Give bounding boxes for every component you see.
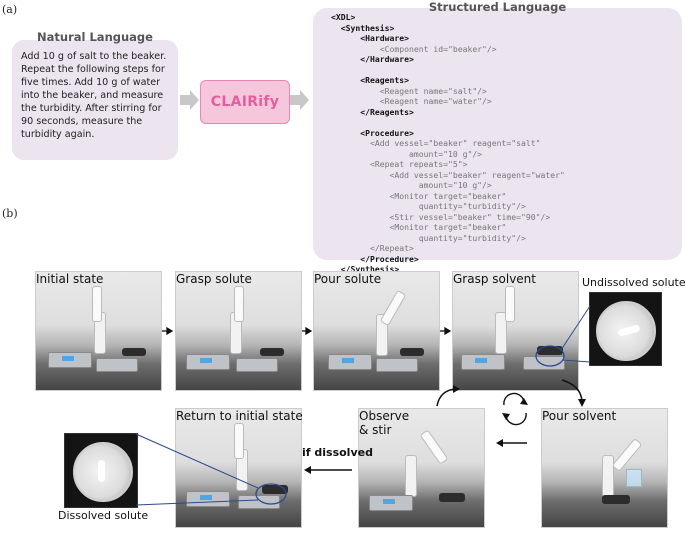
xdl-code-block: <XDL> <Synthesis> <Hardware> <Component … bbox=[331, 12, 565, 285]
label-pour-solute: Pour solute bbox=[314, 272, 382, 286]
xdl-line: <Add vessel="beaker" reagent="salt" bbox=[331, 138, 541, 148]
xdl-line: <Stir vessel="beaker" time="90"/> bbox=[331, 211, 551, 222]
xdl-line: </Reagents> bbox=[331, 106, 414, 117]
label-stir: & stir bbox=[359, 423, 392, 437]
photo-pour-solvent bbox=[541, 408, 668, 528]
photo-observe-stir bbox=[358, 408, 485, 528]
photo-return-initial bbox=[175, 408, 302, 528]
natural-language-text: Add 10 g of salt to the beaker. Repeat t… bbox=[21, 50, 173, 141]
photo-grasp-solute bbox=[175, 271, 302, 391]
arrow-nl-to-clairify bbox=[180, 90, 199, 110]
label-if-dissolved: if dissolved bbox=[302, 446, 373, 459]
arrow-row1 bbox=[162, 326, 452, 336]
xdl-line: </Synthesis> bbox=[331, 264, 400, 274]
xdl-line: amount="10 g"/> bbox=[331, 148, 483, 159]
xdl-line: quantity="turbidity"/> bbox=[331, 232, 526, 243]
label-dissolved-solute: Dissolved solute bbox=[58, 509, 149, 522]
label-initial-state: Initial state bbox=[36, 272, 104, 286]
label-return-initial: Return to initial state bbox=[176, 409, 303, 423]
callout-ellipse-dissolved bbox=[255, 483, 287, 505]
nl-line: 90 seconds, measure the bbox=[21, 116, 143, 127]
xdl-line: <Add vessel="beaker" reagent="water" bbox=[331, 169, 565, 180]
label-grasp-solute: Grasp solute bbox=[176, 272, 252, 286]
label-undissolved-solute: Undissolved solute bbox=[582, 276, 685, 289]
nl-line: Add 10 g of salt to the beaker. bbox=[21, 51, 167, 62]
panel-a-label: (a) bbox=[2, 3, 18, 16]
xdl-line: </Hardware> bbox=[331, 54, 414, 64]
structured-language-box bbox=[313, 8, 682, 260]
xdl-line: <Monitor target="beaker" bbox=[331, 190, 507, 201]
nl-line: five times. Add 10 g of water bbox=[21, 77, 161, 88]
nl-line: into the beaker, and measure bbox=[21, 90, 164, 101]
xdl-line: amount="10 g"/> bbox=[331, 180, 492, 190]
callout-ellipse-undissolved bbox=[535, 345, 565, 367]
arrow-clairify-to-sl bbox=[290, 90, 309, 110]
xdl-line: <Monitor target="beaker" bbox=[331, 222, 507, 232]
inset-undissolved bbox=[589, 292, 662, 366]
nl-line: turbidity again. bbox=[21, 129, 95, 140]
panel-b-label: (b) bbox=[2, 207, 18, 220]
label-observe-stir: Observe & stir bbox=[359, 409, 409, 437]
photo-pour-solute bbox=[313, 271, 440, 391]
clairify-label: CLAIRify bbox=[210, 94, 280, 110]
natural-language-title: Natural Language bbox=[37, 30, 153, 44]
loop-icon bbox=[503, 392, 527, 426]
structured-language-title: Structured Language bbox=[428, 0, 567, 14]
xdl-line: <Component id="beaker"/> bbox=[331, 43, 497, 54]
photo-grasp-solvent bbox=[452, 271, 579, 391]
xdl-line: quantity="turbidity"/> bbox=[331, 201, 526, 211]
xdl-line: <Repeat repeats="5"> bbox=[331, 159, 468, 169]
xdl-line: <Reagents> bbox=[331, 75, 409, 85]
xdl-line: </Repeat> bbox=[331, 243, 414, 253]
clairify-model-box: CLAIRify bbox=[200, 80, 290, 124]
label-observe: Observe bbox=[359, 409, 410, 423]
natural-language-box bbox=[12, 40, 178, 160]
inset-dissolved bbox=[64, 433, 138, 508]
nl-line: the turbidity. After stirring for bbox=[21, 103, 162, 114]
photo-initial-state bbox=[35, 271, 162, 391]
xdl-line: </Procedure> bbox=[331, 253, 419, 264]
xdl-line: <Procedure> bbox=[331, 127, 414, 138]
xdl-line: <XDL> bbox=[331, 12, 356, 22]
label-grasp-solvent: Grasp solvent bbox=[453, 272, 536, 286]
xdl-line: <Synthesis> bbox=[331, 22, 395, 33]
label-pour-solvent: Pour solvent bbox=[542, 409, 617, 423]
xdl-line: <Reagent name="water"/> bbox=[331, 96, 492, 106]
xdl-line: <Hardware> bbox=[331, 33, 409, 43]
nl-line: Repeat the following steps for bbox=[21, 64, 165, 75]
xdl-line: <Reagent name="salt"/> bbox=[331, 85, 487, 96]
